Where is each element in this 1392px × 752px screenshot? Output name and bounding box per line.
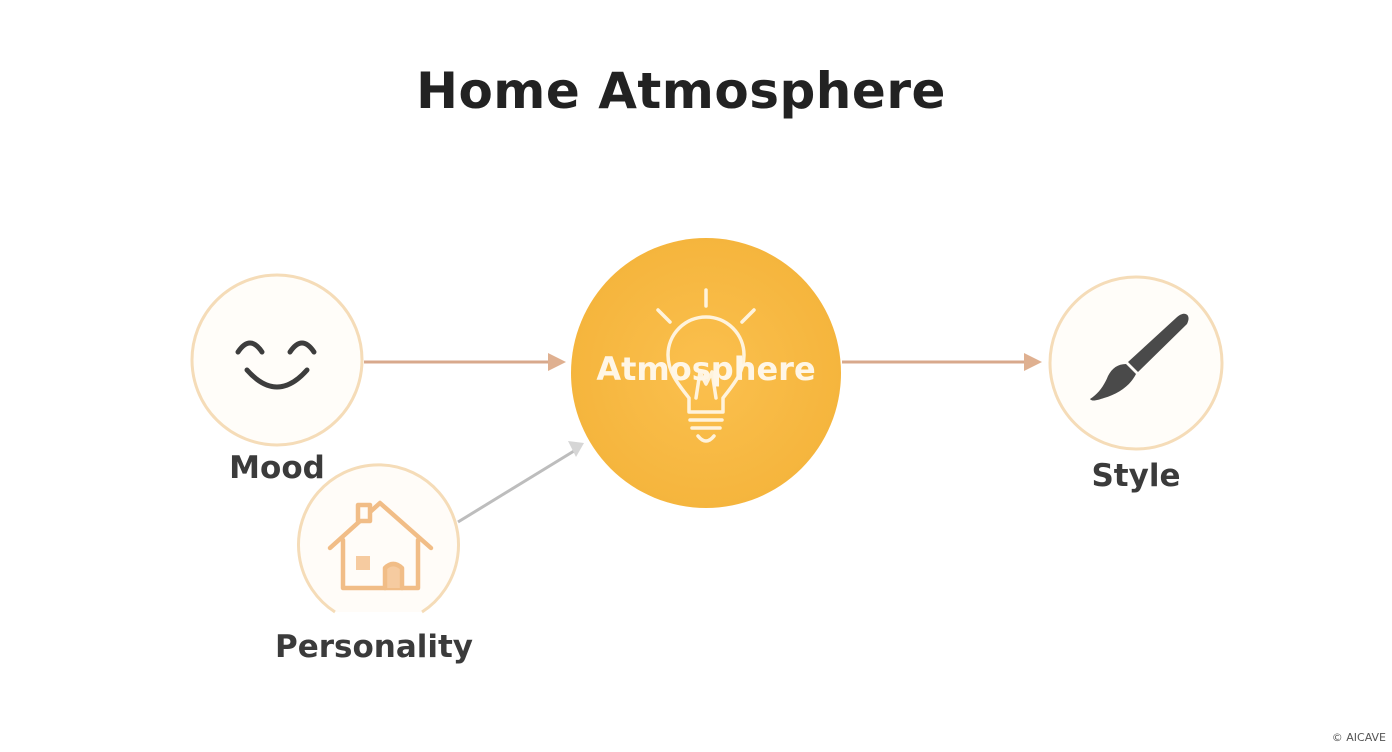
smiley-face-icon xyxy=(235,340,317,390)
page-title: Home Atmosphere xyxy=(416,62,946,120)
atmosphere-node xyxy=(571,238,841,508)
style-node xyxy=(1048,275,1224,451)
mood-label: Mood xyxy=(229,450,325,486)
light-bulb-icon xyxy=(656,288,756,443)
watermark: © AICAVE xyxy=(1331,731,1386,744)
style-label: Style xyxy=(1091,458,1181,494)
arrow-mood-to-atmosphere xyxy=(364,353,566,371)
house-icon xyxy=(327,500,434,591)
personality-label: Personality xyxy=(274,629,474,665)
atmosphere-label: Atmosphere xyxy=(596,350,816,388)
personality-node xyxy=(297,463,460,614)
mood-node xyxy=(190,273,364,447)
atmosphere-node-circle xyxy=(571,238,841,508)
paintbrush-icon xyxy=(1090,313,1189,401)
arrow-atmosphere-to-style xyxy=(842,353,1042,371)
arrow-personality-to-atmosphere xyxy=(457,441,584,524)
mood-node-circle xyxy=(190,273,364,447)
